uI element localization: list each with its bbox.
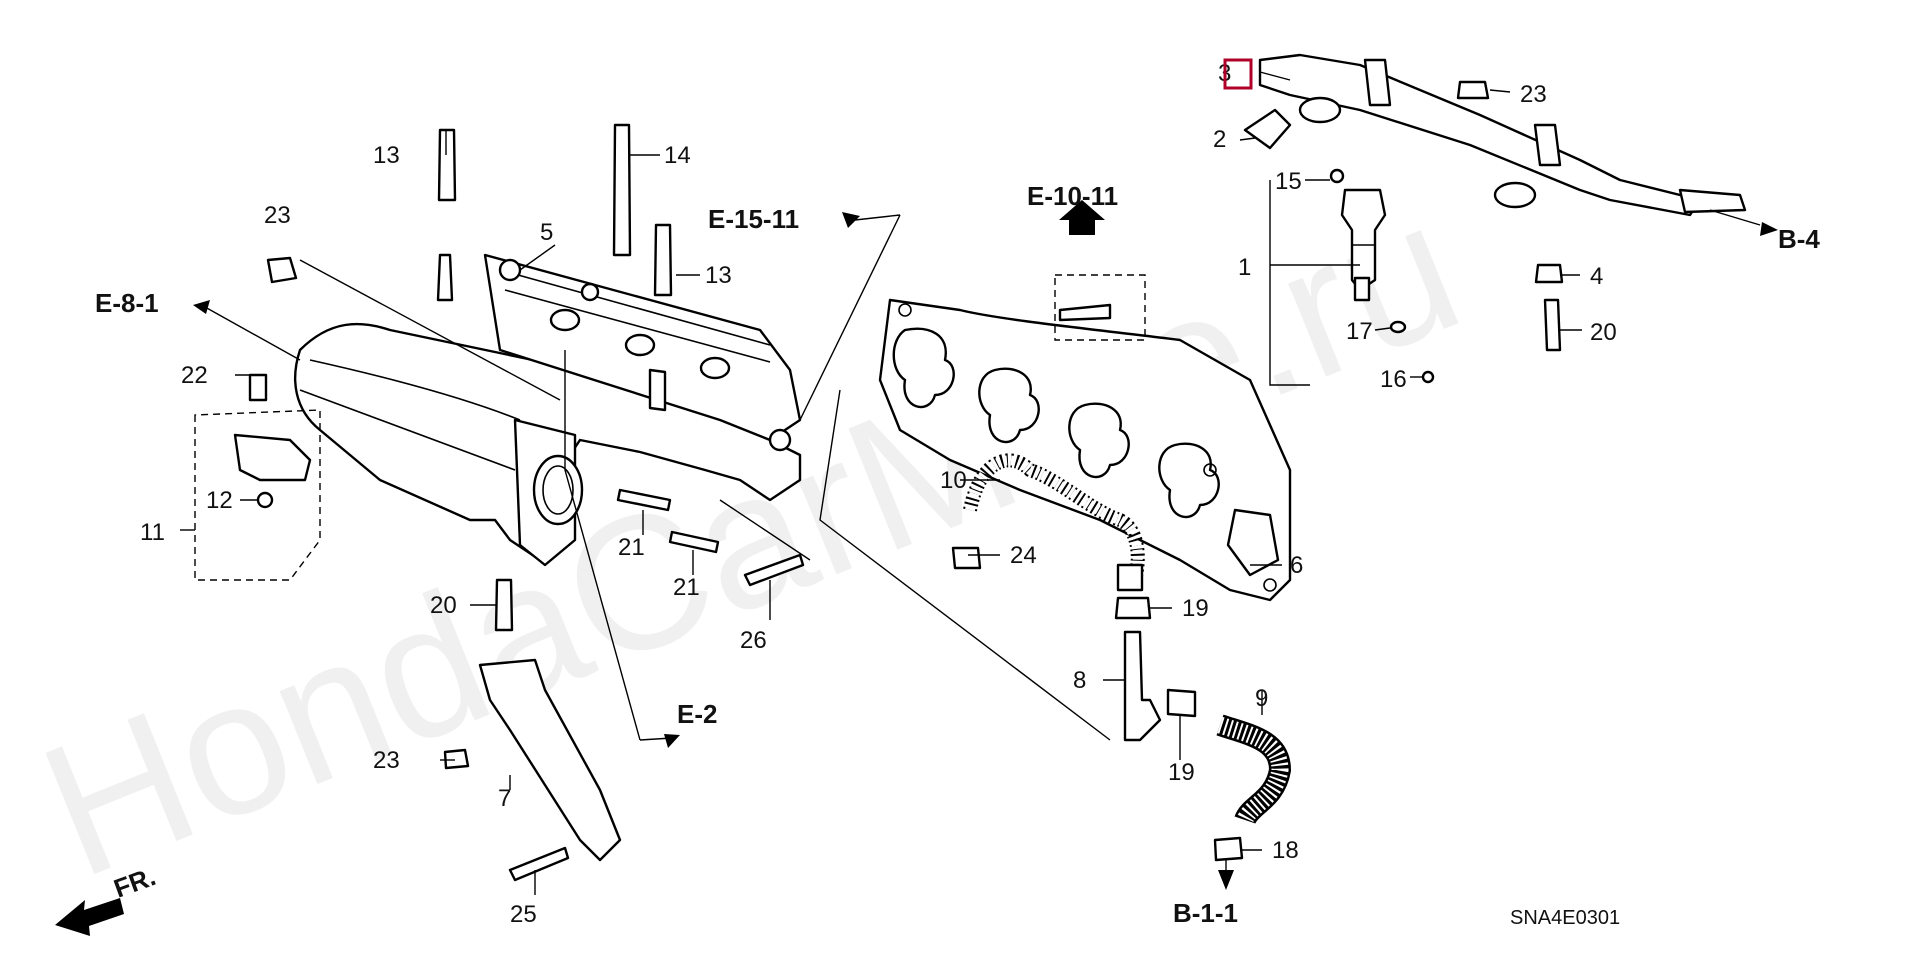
nut-23 xyxy=(443,748,470,770)
callout-22: 22 xyxy=(181,362,208,389)
callout-11: 11 xyxy=(140,519,165,546)
clamp-19b xyxy=(1166,688,1197,718)
up-arrow xyxy=(1059,200,1105,235)
clip-24 xyxy=(951,546,982,570)
callout-23b: 23 xyxy=(264,202,291,229)
washer xyxy=(256,491,274,509)
callout-17: 17 xyxy=(1346,318,1373,345)
callout-15: 15 xyxy=(1275,168,1302,195)
callout-13b: 13 xyxy=(705,262,732,289)
stud-20 xyxy=(494,578,514,632)
arrow-e2 xyxy=(664,734,680,748)
reference-labels: E-8-1 E-15-11 E-10-11 B-4 E-2 B-1-1 SNA4… xyxy=(95,181,1820,929)
manifold-gasket xyxy=(878,298,1292,602)
callout-21b: 21 xyxy=(673,574,700,601)
callout-23c: 23 xyxy=(373,747,400,774)
clamp-18 xyxy=(1213,836,1244,862)
callout-25: 25 xyxy=(510,901,537,928)
hose-end xyxy=(1116,563,1144,592)
manifold-bracket xyxy=(478,658,622,862)
callout-6: 6 xyxy=(1290,552,1303,579)
diagram-code: SNA4E0301 xyxy=(1510,907,1620,929)
ref-b4[interactable]: B-4 xyxy=(1778,224,1820,254)
arrow-b4 xyxy=(1760,222,1778,236)
nut-left xyxy=(266,256,298,284)
sensor-bracket xyxy=(233,433,312,482)
fuel-rail xyxy=(1258,53,1747,217)
front-arrow-icon xyxy=(55,898,124,936)
callout-16: 16 xyxy=(1380,366,1407,393)
callout-7: 7 xyxy=(498,785,511,812)
callout-8: 8 xyxy=(1073,667,1086,694)
o-ring xyxy=(1329,168,1345,184)
callout-4: 4 xyxy=(1590,263,1603,290)
leader-lines xyxy=(180,71,1761,895)
stud-21a xyxy=(616,488,672,512)
bolt-26 xyxy=(743,553,805,587)
callout-2: 2 xyxy=(1213,126,1226,153)
stud-14 xyxy=(612,123,632,257)
arrow-e1511 xyxy=(842,212,860,228)
callout-5: 5 xyxy=(540,219,553,246)
ref-e81[interactable]: E-8-1 xyxy=(95,288,159,318)
callout-23: 23 xyxy=(1520,81,1547,108)
ref-e1511[interactable]: E-15-11 xyxy=(708,204,799,234)
callout-21a: 21 xyxy=(618,534,645,561)
callout-19a: 19 xyxy=(1182,595,1209,622)
ref-e2[interactable]: E-2 xyxy=(677,699,717,729)
cushion-ring xyxy=(1421,370,1435,384)
clamp-19a xyxy=(1114,596,1152,620)
intake-manifold xyxy=(293,253,802,567)
bolt-25 xyxy=(508,846,570,882)
pcv-valve xyxy=(1123,630,1162,742)
arrow-b11 xyxy=(1218,870,1234,890)
highlight-box xyxy=(1223,58,1253,90)
callout-10: 10 xyxy=(940,467,967,494)
bolt xyxy=(248,373,268,402)
callout-labels: 3 2 23 15 1 17 16 4 20 13 14 23 5 13 22 … xyxy=(140,60,1617,928)
rail-clip xyxy=(1243,108,1292,150)
callout-24: 24 xyxy=(1010,542,1037,569)
sensor-bracket-group xyxy=(194,409,321,581)
callout-18: 18 xyxy=(1272,837,1299,864)
nut xyxy=(1456,80,1490,100)
stud-detail xyxy=(1058,303,1112,322)
stud-21b xyxy=(668,530,720,554)
detail-box xyxy=(1054,274,1146,341)
callout-13: 13 xyxy=(373,142,400,169)
ref-b11[interactable]: B-1-1 xyxy=(1173,898,1238,928)
ref-e1011[interactable]: E-10-11 xyxy=(1027,181,1118,211)
seal-ring xyxy=(1389,320,1407,334)
callout-19b: 19 xyxy=(1168,759,1195,786)
callout-12: 12 xyxy=(206,487,233,514)
callout-14: 14 xyxy=(664,142,691,169)
arrow-e81 xyxy=(193,300,210,314)
callout-20: 20 xyxy=(1590,319,1617,346)
callout-20b: 20 xyxy=(430,592,457,619)
callout-9: 9 xyxy=(1255,685,1268,712)
callout-1: 1 xyxy=(1238,254,1251,281)
callout-26: 26 xyxy=(740,627,767,654)
stud-bolt xyxy=(1543,298,1562,352)
stud-13b xyxy=(653,223,673,297)
stud-13a xyxy=(437,128,457,202)
collar xyxy=(1534,263,1564,284)
